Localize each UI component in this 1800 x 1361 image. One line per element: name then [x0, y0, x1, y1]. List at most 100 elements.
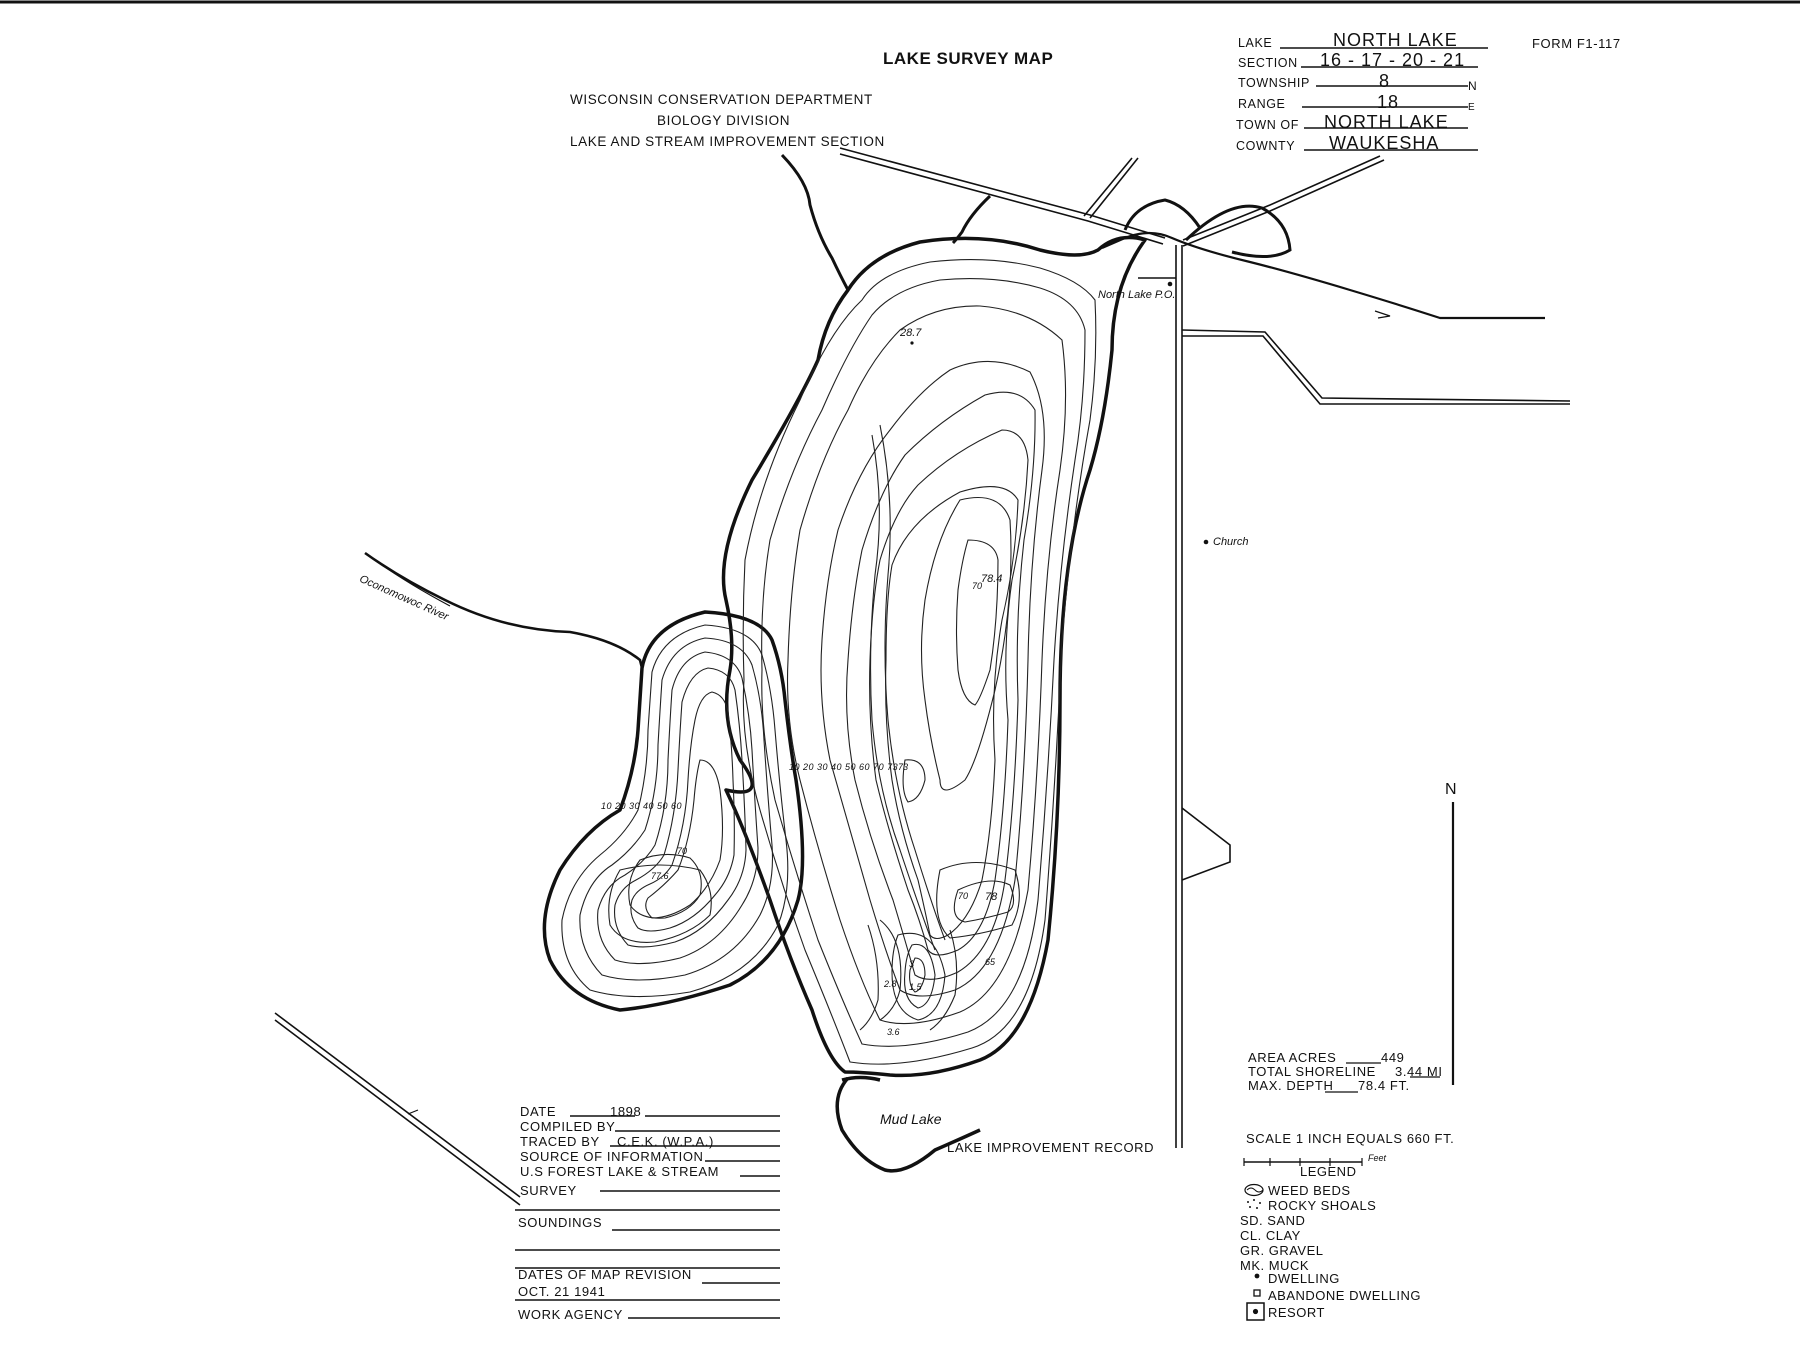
north-inlets — [780, 153, 992, 291]
county-label: COWNTY — [1236, 139, 1296, 153]
road-northeast-a — [1182, 155, 1381, 241]
contour-row-east: 10 20 30 40 50 60 70 73 — [789, 762, 899, 772]
depth-label: 78.4 — [981, 573, 1003, 585]
traced-by-label: TRACED BY — [520, 1134, 600, 1149]
section-label: SECTION — [1238, 56, 1298, 70]
date-value: 1898 — [610, 1104, 642, 1119]
abandoned-dwelling-icon — [1253, 1289, 1261, 1297]
range-direction: E — [1468, 102, 1476, 113]
depth-label: 70 — [677, 846, 688, 856]
legend-item: ROCKY SHOALS — [1268, 1198, 1377, 1213]
scale-feet-label: Feet — [1368, 1153, 1387, 1163]
lake-info-lines — [1280, 47, 1488, 151]
town-label: TOWN OF — [1236, 118, 1299, 132]
depth-label: 73 — [898, 762, 909, 772]
compiled-by-label: COMPILED BY — [520, 1119, 616, 1134]
weed-beds-icon — [1244, 1183, 1264, 1197]
depth-label: 2.8 — [884, 979, 897, 989]
legend-item: ABANDONE DWELLING — [1268, 1288, 1421, 1303]
lake-value: NORTH LAKE — [1333, 30, 1458, 50]
north-arrow-label: N — [1445, 781, 1458, 798]
range-value: 18 — [1377, 92, 1400, 112]
legend-item: SD. SAND — [1240, 1213, 1306, 1228]
scale-bar — [1243, 1158, 1363, 1166]
revision-value: OCT. 21 1941 — [518, 1284, 606, 1299]
source-value-2: SURVEY — [520, 1183, 577, 1198]
road-loop — [1181, 807, 1231, 881]
soundings-label: SOUNDINGS — [518, 1215, 603, 1230]
lake-label: LAKE — [1238, 36, 1273, 50]
area-label: AREA ACRES — [1248, 1050, 1337, 1065]
legend-icons — [1244, 1183, 1265, 1321]
agency-line-2: BIOLOGY DIVISION — [657, 113, 791, 128]
work-agency-label: WORK AGENCY — [518, 1307, 623, 1322]
area-value: 449 — [1381, 1050, 1405, 1065]
depth-label: 3.6 — [887, 1027, 900, 1037]
record-form-lines — [515, 1115, 780, 1319]
depth-label: 78 — [985, 891, 998, 903]
road-northeast-b — [1182, 159, 1385, 247]
road-east-b — [1182, 335, 1570, 405]
date-label: DATE — [520, 1104, 557, 1119]
township-direction: N — [1468, 79, 1478, 93]
resort-icon — [1246, 1302, 1265, 1321]
traced-by-value: C.E.K. (W.P.A.) — [617, 1134, 714, 1149]
legend-title: LEGEND — [1300, 1164, 1357, 1179]
max-depth-label: MAX. DEPTH — [1248, 1078, 1334, 1093]
township-label: TOWNSHIP — [1238, 76, 1310, 90]
river — [364, 551, 644, 669]
shoreline — [542, 235, 1147, 1173]
legend-item: CL. CLAY — [1240, 1228, 1301, 1243]
road-east-a — [1181, 329, 1571, 402]
section-value: 16 - 17 - 20 - 21 — [1320, 50, 1466, 70]
source-value-1: U.S FOREST LAKE & STREAM — [520, 1164, 720, 1179]
road-northwest-a — [839, 147, 1166, 239]
depth-label: 28.7 — [900, 327, 922, 339]
scale-text: SCALE 1 INCH EQUALS 660 FT. — [1246, 1131, 1455, 1146]
legend-item: GR. GRAVEL — [1240, 1243, 1324, 1258]
agency-line-3: LAKE AND STREAM IMPROVEMENT SECTION — [570, 134, 885, 149]
mud-lake-label: Mud Lake — [880, 1111, 942, 1127]
revision-label: DATES OF MAP REVISION — [518, 1267, 692, 1282]
roads — [274, 147, 1571, 1206]
shoreline-label: TOTAL SHORELINE — [1248, 1064, 1376, 1079]
max-depth-value: 78.4 FT. — [1358, 1078, 1410, 1093]
depth-contours-west — [561, 624, 789, 998]
rocky-shoals-icon — [1247, 1199, 1261, 1209]
church-label: Church — [1213, 536, 1249, 548]
contour-row-west: 10 20 30 40 50 60 — [601, 801, 683, 811]
stats-lines — [1325, 1062, 1440, 1093]
depth-label: 65 — [985, 957, 996, 967]
source-label: SOURCE OF INFORMATION — [520, 1149, 704, 1164]
county-value: WAUKESHA — [1329, 133, 1440, 153]
form-number: FORM F1-117 — [1532, 36, 1621, 51]
outlet-stream — [1101, 198, 1545, 320]
shoreline-value: 3.44 MI — [1395, 1064, 1443, 1079]
road-southwest-a — [274, 1012, 521, 1198]
dwelling-icon — [1254, 1273, 1260, 1279]
legend-item: DWELLING — [1268, 1271, 1340, 1286]
township-value: 8 — [1379, 71, 1391, 91]
legend-item: WEED BEDS — [1268, 1183, 1351, 1198]
lake-improvement-record-label: LAKE IMPROVEMENT RECORD — [947, 1140, 1155, 1155]
town-value: NORTH LAKE — [1324, 112, 1449, 132]
depth-contours-north — [742, 259, 1097, 1065]
road-southwest-b — [274, 1019, 521, 1206]
sounding-dot — [910, 341, 914, 345]
depth-label: 70 — [972, 581, 983, 591]
road-north-spur-a — [1089, 157, 1139, 219]
church-dwelling-icon — [1203, 539, 1209, 545]
road-northwest-b — [839, 153, 1164, 245]
range-label: RANGE — [1238, 97, 1286, 111]
legend-item: RESORT — [1268, 1305, 1325, 1320]
depth-label: 3 — [909, 959, 915, 969]
depth-label: 70 — [958, 891, 969, 901]
depth-label: 1.5 — [909, 982, 922, 992]
legend-item: MK. MUCK — [1240, 1258, 1309, 1273]
post-office-dwelling-icon — [1167, 281, 1173, 287]
road-north-spur-b — [1083, 157, 1133, 217]
post-office-label: North Lake P.O. — [1098, 289, 1176, 301]
agency-line-1: WISCONSIN CONSERVATION DEPARTMENT — [570, 92, 873, 107]
depth-label: 77.6 — [651, 871, 669, 881]
